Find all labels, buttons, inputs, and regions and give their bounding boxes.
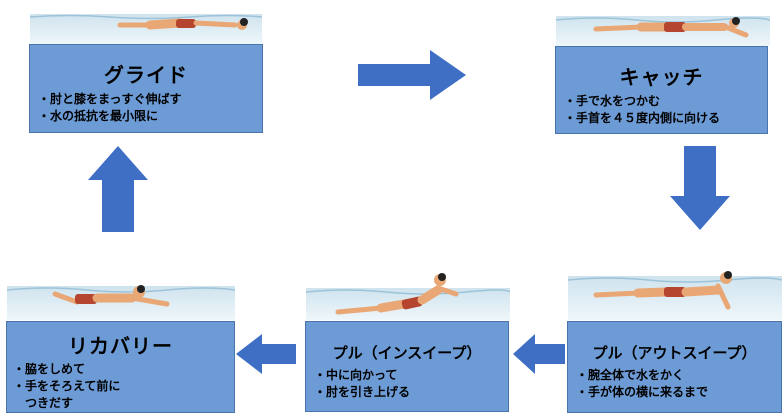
swimmer-icon xyxy=(306,273,510,320)
glide-point-1: ・肘と膝をまっすぐ伸ばす xyxy=(38,92,182,106)
recovery-title: リカバリー xyxy=(68,334,173,358)
pull-in-point-1: ・中に向かって xyxy=(314,368,398,382)
pull-out-point-2: ・手が体の横に来るまで xyxy=(576,385,709,399)
catch-water-scene xyxy=(556,10,770,46)
pull-in-box: プル（インスイープ） ・中に向かって ・肘を引き上げる xyxy=(305,321,509,412)
recovery-water-scene xyxy=(7,270,235,320)
swimmer-icon xyxy=(30,14,262,44)
glide-box: グライド ・肘と膝をまっすぐ伸ばす ・水の抵抗を最小限に xyxy=(29,44,263,133)
arrow-right-icon xyxy=(358,50,466,100)
swimmer-icon xyxy=(7,285,235,320)
recovery-point-2: ・手をそろえて前に xyxy=(13,379,121,393)
swimmer-icon xyxy=(556,16,770,46)
catch-point-1: ・手で水をつかむ xyxy=(564,94,661,108)
pull-in-point-2: ・肘を引き上げる xyxy=(314,385,411,399)
glide-water-scene xyxy=(30,8,262,44)
arrow-left-icon xyxy=(513,334,565,374)
arrow-down-icon xyxy=(670,146,730,230)
recovery-box: リカバリー ・脇をしめて ・手をそろえて前に つきだす xyxy=(6,321,235,413)
catch-box: キャッチ ・手で水をつかむ ・手首を４５度内側に向ける xyxy=(555,46,768,134)
pull-in-water-scene xyxy=(306,268,510,320)
catch-title: キャッチ xyxy=(619,65,704,89)
pull-out-point-1: ・腕全体で水をかく xyxy=(576,368,685,382)
recovery-point-3: つきだす xyxy=(13,396,74,410)
recovery-point-1: ・脇をしめて xyxy=(13,362,86,376)
pull-out-box: プル（アウトスイープ） ・腕全体で水をかく ・手が体の横に来るまで xyxy=(567,321,782,413)
pull-out-water-scene xyxy=(568,262,782,320)
arrow-up-icon xyxy=(88,146,148,232)
arrow-left-icon xyxy=(236,334,296,374)
glide-title: グライド xyxy=(104,63,188,87)
pull-out-title: プル（アウトスイープ） xyxy=(592,344,757,362)
glide-point-2: ・水の抵抗を最小限に xyxy=(38,109,159,123)
pull-in-title: プル（インスイープ） xyxy=(332,344,482,362)
swimmer-icon xyxy=(568,271,782,320)
catch-point-2: ・手首を４５度内側に向ける xyxy=(564,111,721,125)
